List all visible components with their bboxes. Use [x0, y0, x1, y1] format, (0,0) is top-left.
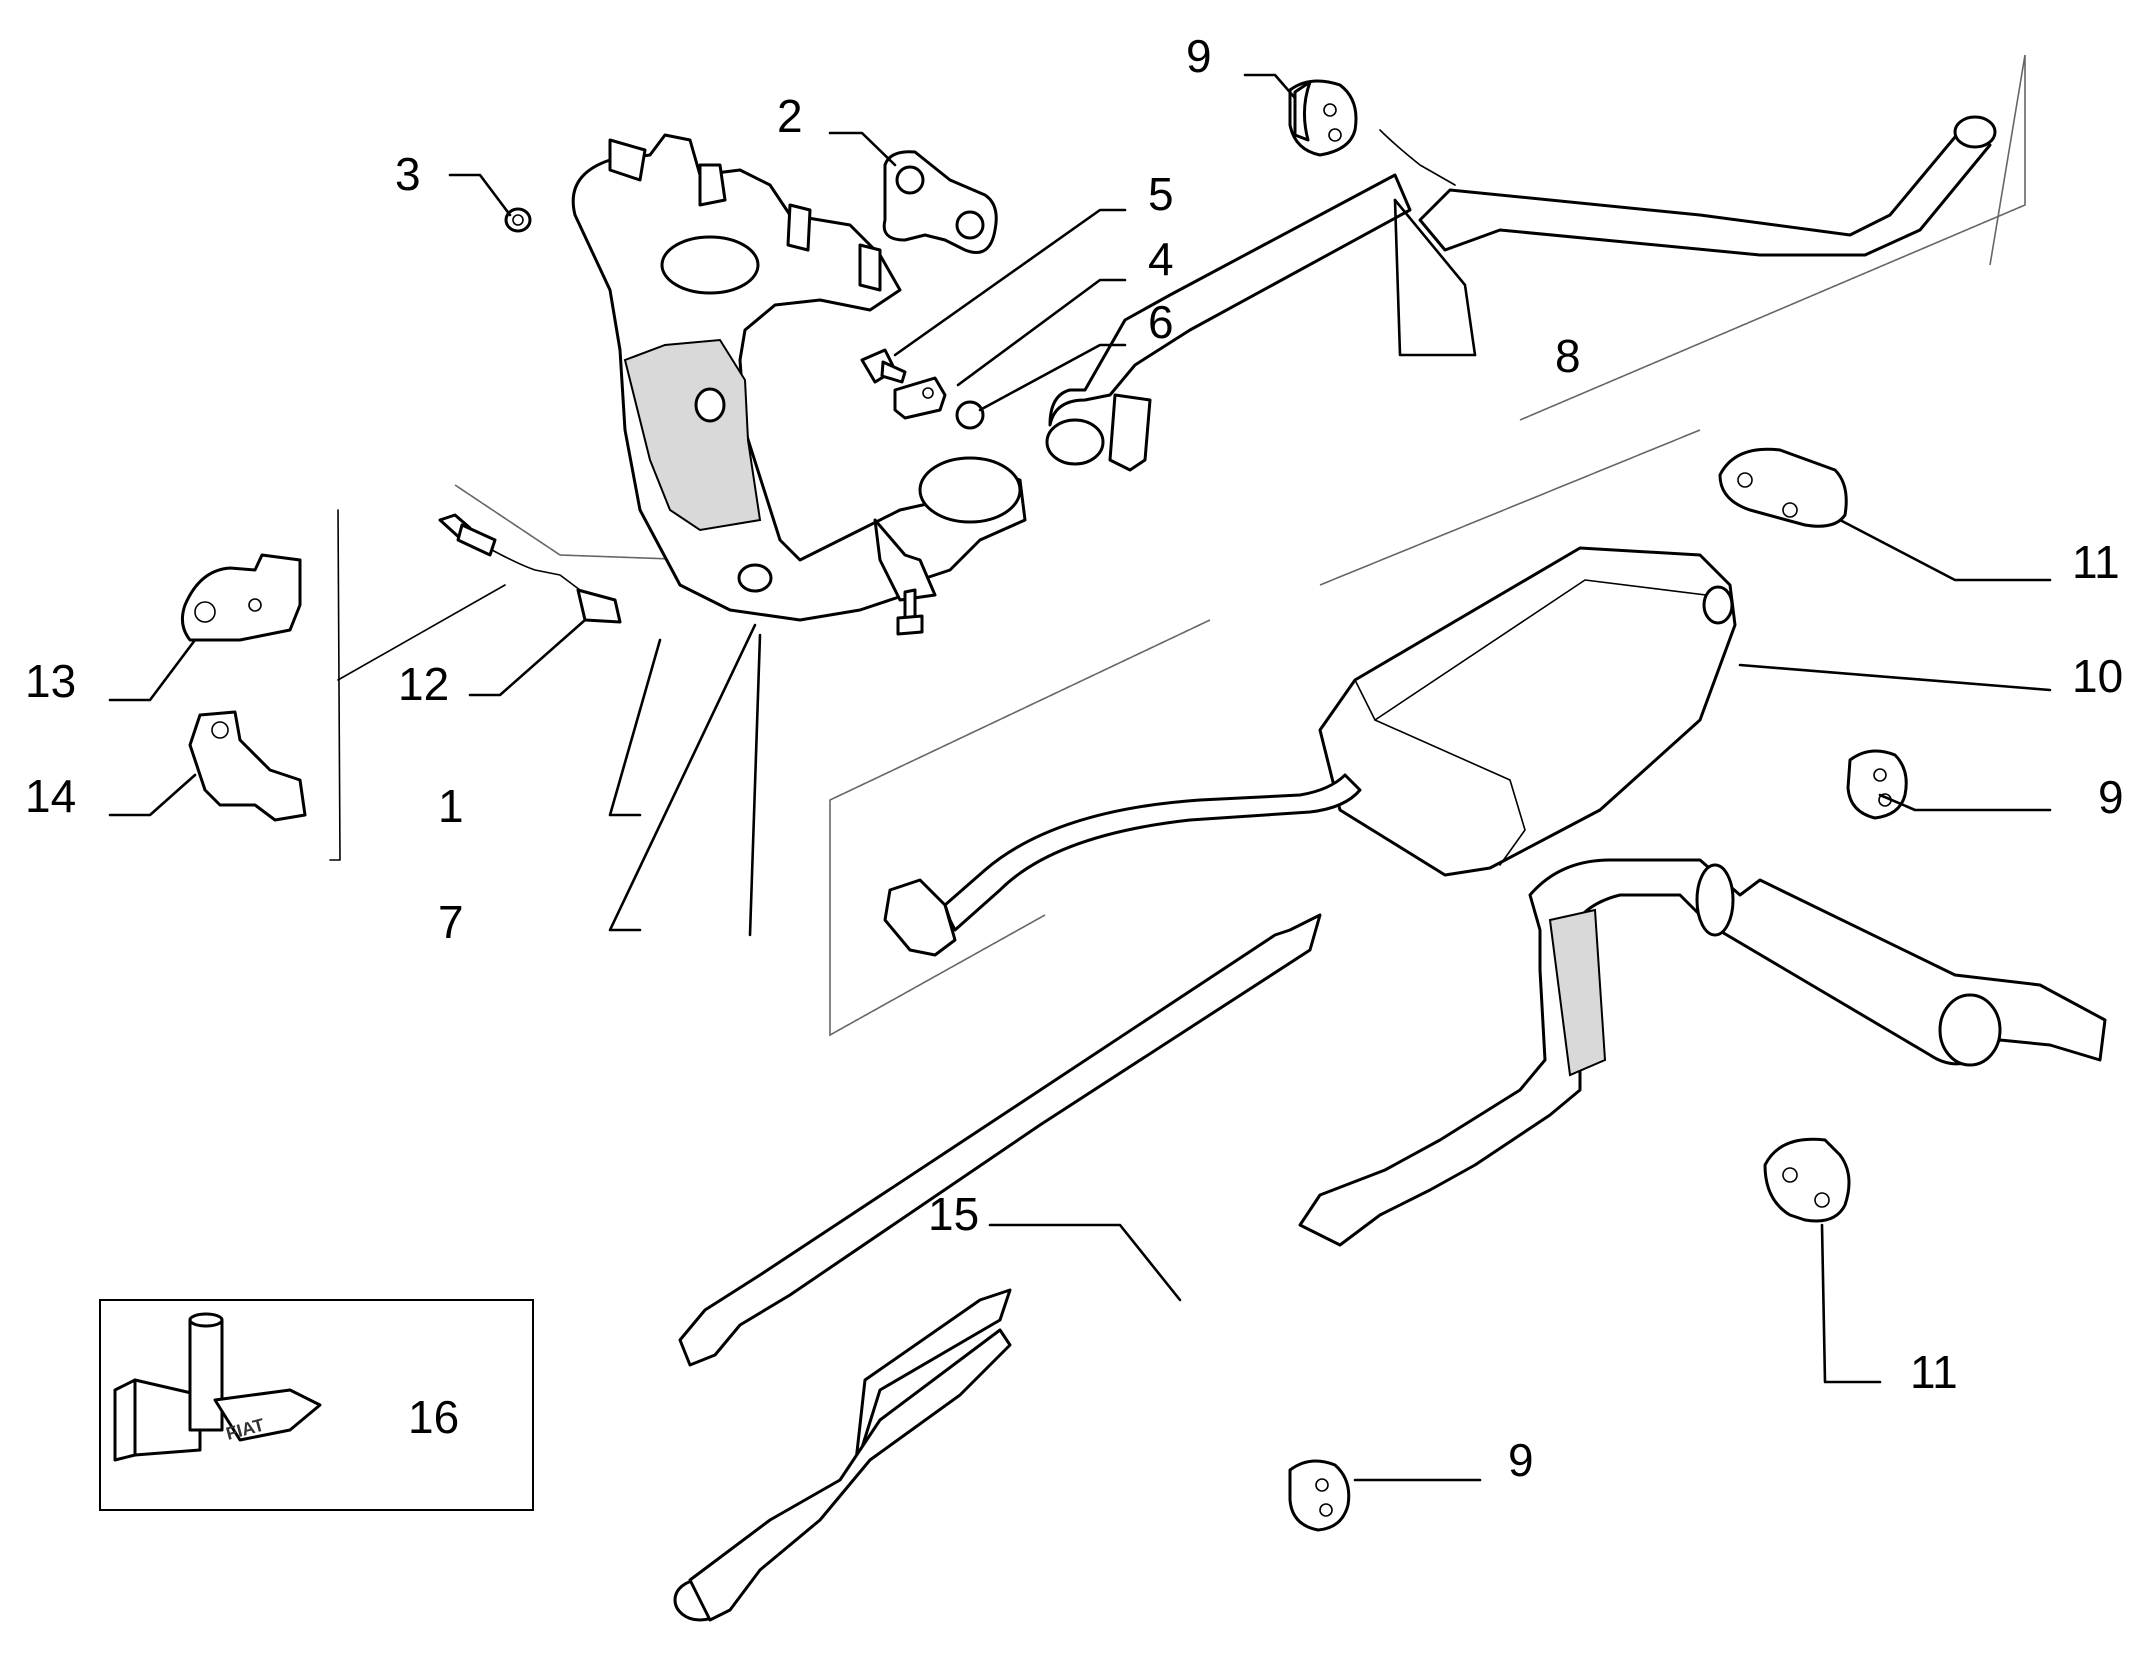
rear-pipe-15 [673, 858, 2107, 1622]
bracket-13 [180, 553, 302, 642]
bracket-4 [893, 376, 947, 420]
rubber-mount-9-top [1288, 79, 1358, 157]
callout-15: 15 [928, 1188, 979, 1240]
manifold-catalytic-converter [571, 133, 1027, 622]
callout-6: 6 [1148, 296, 1174, 348]
rubber-mount-9-bottom [1288, 1459, 1351, 1532]
callout-10: 10 [2072, 650, 2123, 702]
callout-12: 12 [398, 658, 449, 710]
lambda-sensor-12 [438, 513, 622, 624]
center-muffler-10 [883, 546, 1737, 957]
gasket [882, 150, 998, 254]
guide-lines [454, 54, 2026, 1037]
bolt-7 [896, 588, 924, 636]
callout-8: 8 [1555, 330, 1581, 382]
callout-9-top: 9 [1186, 30, 1212, 82]
callout-11-bottom: 11 [1910, 1346, 1958, 1398]
callout-2: 2 [777, 90, 803, 142]
callout-3: 3 [395, 148, 421, 200]
callout-4: 4 [1148, 233, 1174, 285]
bracket-14 [188, 710, 307, 822]
callout-11-top: 11 [2072, 536, 2120, 588]
callout-14: 14 [25, 770, 76, 822]
nut-3 [504, 207, 532, 233]
nut-6 [955, 400, 985, 430]
callout-13: 13 [25, 655, 76, 707]
callout-1: 1 [438, 780, 464, 832]
callout-16: 16 [408, 1391, 459, 1443]
rubber-mount-9-right [1846, 749, 1908, 820]
callout-7: 7 [438, 896, 464, 948]
front-pipe-8 [1045, 115, 1997, 472]
callouts: 1 2 3 4 5 6 7 8 9 9 9 10 11 11 12 13 14 … [25, 30, 2124, 1486]
fiat-genuine-parts-logo: FIAT [99, 1299, 534, 1511]
callout-9-bottom: 9 [1508, 1434, 1534, 1486]
callout-9-right: 9 [2098, 771, 2124, 823]
bolt-5 [860, 348, 907, 384]
rubber-mount-11-top [1718, 447, 1848, 528]
leader-lines [108, 73, 2052, 1482]
rubber-mount-11-bottom [1763, 1137, 1851, 1223]
callout-5: 5 [1148, 168, 1174, 220]
